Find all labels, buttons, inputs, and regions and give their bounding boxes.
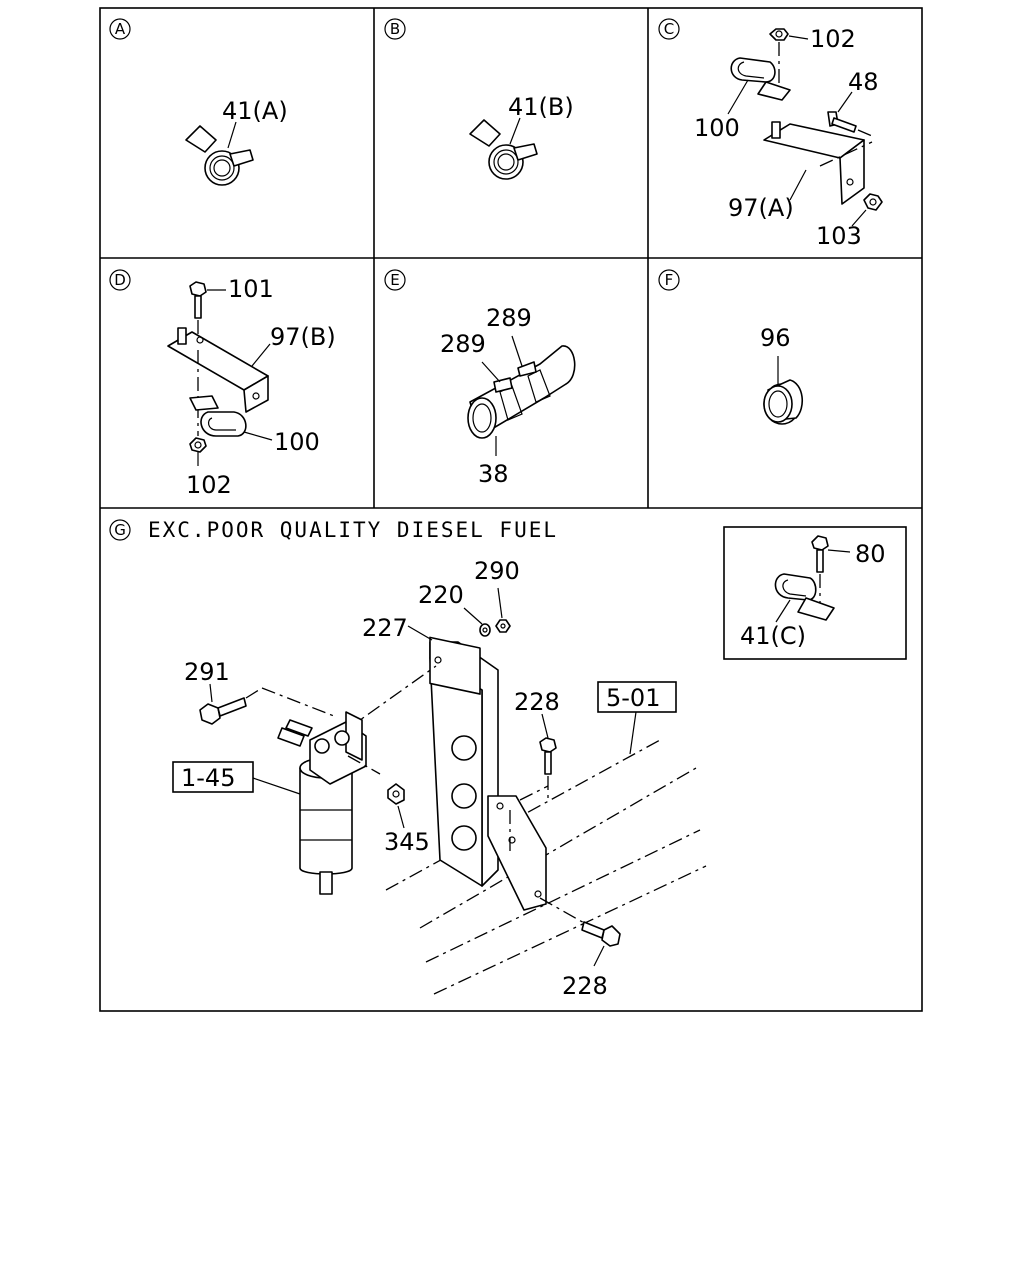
pipe-38 [467,345,576,439]
bolt-101 [189,281,207,319]
callout-101: 101 [228,275,274,303]
ref-box-1-45: 1-45 [172,761,254,793]
callout-97a: 97(A) [728,194,794,222]
callout-290: 290 [474,557,520,585]
bolt-291 [199,697,247,725]
nut-102 [769,28,789,41]
clip-289 [517,361,537,377]
clip-41c [774,573,835,621]
nut-345 [387,783,405,805]
boxed-ref: 1-45 [181,764,235,792]
panel-a: A 41(A) [109,18,288,186]
nut-102 [189,437,207,453]
panel-g: G EXC.POOR QUALITY DIESEL FUEL 80 41(C) [109,518,907,1000]
panel-b: B 41(B) [384,18,574,180]
panel-letter-circle [384,18,406,40]
panel-d: D 101 97(B) 100 [109,269,336,499]
callout-41b: 41(B) [508,93,574,121]
clip-100 [730,57,791,101]
callout-80: 80 [855,540,886,568]
callout-100: 100 [694,114,740,142]
panel-letter-circle [658,269,680,291]
hose-clamp-41b [469,119,538,180]
callout-102: 102 [186,471,232,499]
panel-letter-circle [384,269,406,291]
panel-f: F 96 [658,269,803,425]
fuel-filter-assembly [277,711,367,895]
clip-289 [493,377,513,393]
callout-289: 289 [486,304,532,332]
panel-letter: C [664,20,674,38]
callout-48: 48 [848,68,879,96]
clip-100 [189,395,247,437]
callout-96: 96 [760,324,791,352]
panel-caption: EXC.POOR QUALITY DIESEL FUEL [148,518,558,542]
callout-227: 227 [362,614,408,642]
callout-102: 102 [810,25,856,53]
ref-box-5-01: 5-01 [597,681,677,713]
panel-letter: F [665,271,674,289]
callout-345: 345 [384,828,430,856]
callout-228: 228 [514,688,560,716]
panel-letter-circle [109,18,131,40]
panel-letter: D [114,271,126,289]
callout-291: 291 [184,658,230,686]
nut-290 [495,619,511,633]
inset-box: 80 41(C) [723,526,907,660]
callout-38: 38 [478,460,509,488]
panel-e: E 289 289 38 [384,269,576,488]
boxed-ref: 5-01 [606,684,660,712]
diagram-frame [99,7,923,1012]
panel-letter-circle [109,519,131,541]
bolt-80 [811,535,829,573]
nut-103 [863,193,883,211]
callout-100: 100 [274,428,320,456]
grommet-96 [763,379,803,425]
callout-41c: 41(C) [740,622,806,650]
panel-letter-circle [109,269,131,291]
hose-clamp-41a [185,125,254,186]
panel-letter: A [115,20,126,38]
callout-220: 220 [418,581,464,609]
bolt-228 [581,921,621,947]
callout-103: 103 [816,222,862,250]
panel-letter: B [390,20,400,38]
panel-c: C 102 100 48 [658,18,883,250]
panel-letter-circle [658,18,680,40]
panel-letter: E [390,271,399,289]
callout-41a: 41(A) [222,97,288,125]
callout-228: 228 [562,972,608,1000]
bracket-227 [429,636,547,911]
bracket-97a [763,121,865,205]
washer-220 [479,623,491,637]
panel-letter: G [114,521,126,539]
callout-289: 289 [440,330,486,358]
callout-97b: 97(B) [270,323,336,351]
bolt-48 [827,111,857,133]
bolt-228 [539,737,557,775]
bracket-97b [167,327,269,413]
